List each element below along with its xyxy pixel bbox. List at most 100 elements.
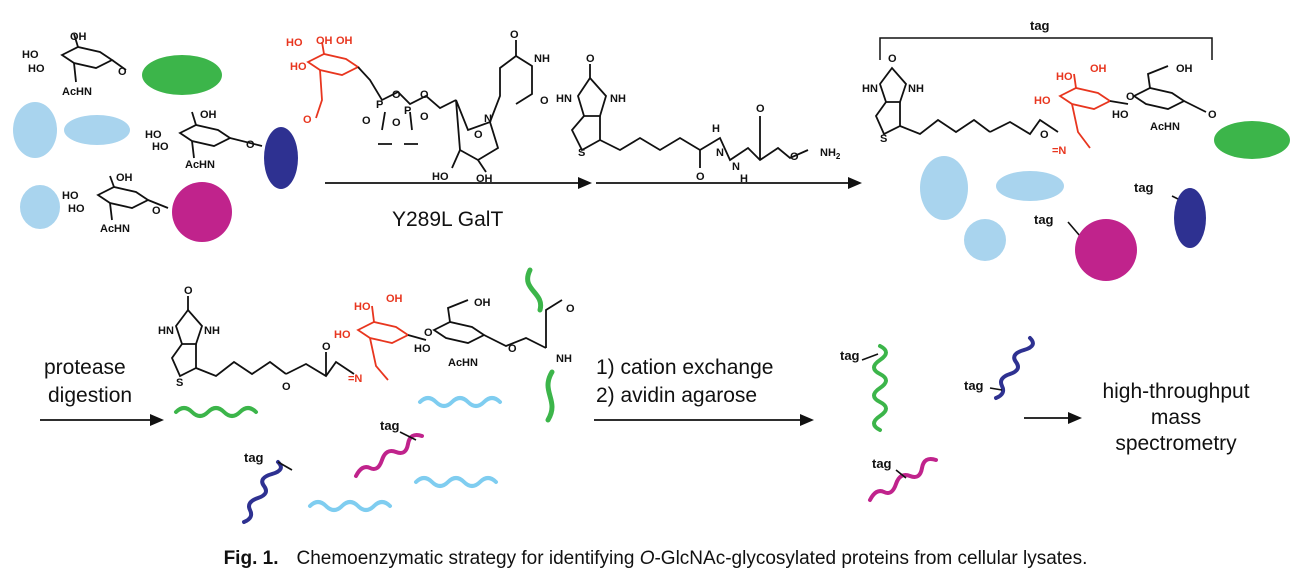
ho-label: HO (28, 63, 45, 75)
protein-light-blue-oval (996, 171, 1064, 201)
peptide-magenta-wave (868, 457, 938, 502)
arrow-step-4 (594, 414, 814, 426)
step-high-throughput-label: high-throughput (1102, 380, 1249, 403)
ho-label: HO (432, 171, 449, 183)
tag-label: tag (1034, 212, 1054, 227)
ho-label: HO (286, 37, 303, 49)
peptide-green-wave (872, 344, 888, 432)
enriched-peptides (868, 336, 1035, 502)
o-label: O (184, 285, 193, 297)
oh-label: OH (316, 35, 333, 47)
peptide-green-wave (174, 406, 258, 418)
tag-label: tag (380, 418, 400, 433)
ho-label: HO (1112, 109, 1129, 121)
protein-dark-blue-oval (264, 127, 298, 189)
tag-label: tag (872, 456, 892, 471)
tag-bracket (879, 37, 1213, 60)
s-label: S (176, 377, 183, 389)
step-avidin-agarose-label: 2) avidin agarose (596, 384, 757, 407)
s-label: S (880, 133, 887, 145)
o-label: O (1208, 109, 1217, 121)
o-label: O (756, 103, 765, 115)
protein-green-oval (1214, 121, 1290, 159)
tag-label: tag (1134, 180, 1154, 195)
hn-label: HN (862, 83, 878, 95)
arrow-step-3 (40, 414, 164, 426)
n-label: N (716, 147, 724, 159)
nh2-label: NH2 (820, 147, 841, 161)
o-label: O (392, 89, 401, 101)
tagged-glycopeptide-structure: O HN NH S O O HO OH HO =N O OH HO AcHN O… (158, 267, 575, 423)
nh-label: NH (908, 83, 924, 95)
hn-label: HN (158, 325, 174, 337)
protein-dark-blue-oval (1174, 188, 1206, 248)
o-label: O (246, 139, 255, 151)
achn-label: AcHN (1150, 121, 1180, 133)
o-label: O (152, 205, 161, 217)
hn-label: HN (556, 93, 572, 105)
h-label: H (740, 173, 748, 185)
peptide-cyan-wave (418, 396, 502, 408)
ho-label: HO (152, 141, 169, 153)
p-label: P (404, 105, 411, 117)
o-label: O (420, 89, 429, 101)
nh-label: NH (534, 53, 550, 65)
nh-label: NH (556, 353, 572, 365)
o-label: O (303, 114, 312, 126)
oh-label: OH (336, 35, 353, 47)
o-label: O (322, 341, 331, 353)
o-label: O (508, 343, 517, 355)
s-label: S (578, 147, 585, 159)
udp-ketogalactose-structure: HO OH OH HO O P P O O O O O O HO OH O NH… (286, 29, 550, 185)
achn-label: AcHN (62, 86, 92, 98)
ho-label: HO (354, 301, 371, 313)
protein-green-oval (142, 55, 222, 95)
o-label: O (1126, 91, 1135, 103)
o-label: O (282, 381, 291, 393)
glcnac-sugar-2 (178, 111, 263, 159)
o-label: O (696, 171, 705, 183)
protein-light-blue-oval (20, 185, 60, 229)
ho-label: HO (1056, 71, 1073, 83)
oh-label: OH (1176, 63, 1193, 75)
o-label: O (118, 66, 127, 78)
o-label: O (1040, 129, 1049, 141)
oh-label: OH (1090, 63, 1107, 75)
ho-label: HO (68, 203, 85, 215)
protein-light-blue-oval (13, 102, 57, 158)
biotin-aminooxy-structure: O HN NH S O N H N H O O NH2 (556, 53, 841, 185)
oh-label: OH (386, 293, 403, 305)
arrow-step-1 (325, 177, 592, 189)
oh-label: OH (474, 297, 491, 309)
o-label: O (424, 327, 433, 339)
h-label: H (712, 123, 720, 135)
protein-magenta-circle (172, 182, 232, 242)
enzyme-label: Y289L GalT (392, 208, 503, 231)
protein-light-blue-oval (64, 115, 130, 145)
o-label: O (888, 53, 897, 65)
ho-label: HO (414, 343, 431, 355)
peptide-magenta-wave (354, 433, 424, 478)
ho-label: HO (1034, 95, 1051, 107)
tag-label: tag (840, 348, 860, 363)
o-label: O (420, 111, 429, 123)
ho-label: HO (22, 49, 39, 61)
step-spectrometry-label: spectrometry (1115, 432, 1237, 455)
figure-caption: Fig. 1.Chemoenzymatic strategy for ident… (0, 548, 1311, 570)
arrow-step-2 (596, 177, 862, 189)
p-label: P (376, 99, 383, 111)
step-protease-label: protease (44, 356, 126, 379)
achn-label: AcHN (100, 223, 130, 235)
o-label: O (510, 29, 519, 41)
arrow-step-5 (1024, 412, 1082, 424)
peptide-mixture (174, 396, 502, 524)
oh-label: OH (200, 109, 217, 121)
glcnac-protein-mixture: OH HO HO AcHN O OH HO HO AcHN O OH HO (13, 31, 298, 242)
achn-label: AcHN (185, 159, 215, 171)
step-mass-label: mass (1151, 406, 1201, 429)
glcnac-sugar-1 (60, 33, 127, 83)
achn-label: AcHN (448, 357, 478, 369)
protein-light-blue-circle (964, 219, 1006, 261)
o-label: O (474, 129, 483, 141)
